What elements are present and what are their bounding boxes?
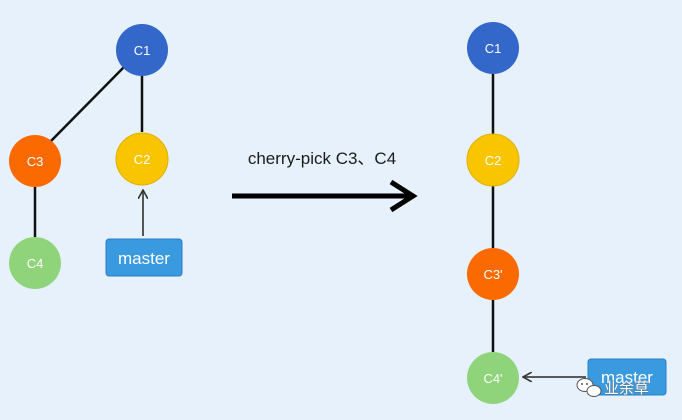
commit-r-c2: C2	[466, 133, 520, 187]
commit-c1: C1	[116, 24, 168, 76]
commit-c3-label: C3	[27, 154, 44, 169]
branch-tag-master-right: master	[587, 358, 667, 396]
branch-tag-label: master	[118, 249, 170, 268]
right-graph: C1 C2 C3' C4' master	[466, 22, 667, 404]
commit-r-c3p-label: C3'	[483, 267, 502, 282]
commit-r-c2-circle	[466, 133, 520, 187]
commit-c4-label: C4	[27, 256, 44, 271]
commit-r-c4p: C4'	[467, 352, 519, 404]
commit-r-c3p: C3'	[467, 248, 519, 300]
operation-label: cherry-pick C3、C4	[248, 149, 396, 168]
commit-r-c4p-circle	[467, 352, 519, 404]
commit-c3: C3	[9, 135, 61, 187]
branch-tag-box-right	[587, 358, 667, 396]
commit-c2-label: C2	[134, 152, 151, 167]
commit-r-c3p-circle	[467, 248, 519, 300]
commit-r-c2-label: C2	[485, 153, 502, 168]
commit-r-c4p-label: C4'	[483, 371, 502, 386]
commit-c4: C4	[9, 237, 61, 289]
commit-r-c1-circle	[467, 22, 519, 74]
wechat-icon	[576, 378, 602, 397]
branch-tag-master-left: master	[105, 238, 183, 277]
commit-c2-circle	[115, 132, 169, 186]
commit-r-c1-label: C1	[485, 41, 502, 56]
commit-c2: C2	[115, 132, 169, 186]
left-graph: C1 C3 C2 C4 master	[9, 24, 183, 289]
commit-c3-circle	[9, 135, 61, 187]
commit-c1-circle	[116, 24, 168, 76]
watermark-text: 业余草	[604, 379, 649, 397]
operation-arrow-head	[389, 179, 418, 213]
commit-c4-circle	[9, 237, 61, 289]
operation: cherry-pick C3、C4	[232, 149, 418, 213]
watermark: 业余草	[576, 378, 649, 397]
commit-r-c1: C1	[467, 22, 519, 74]
edge-c1-c3	[50, 64, 127, 142]
branch-tag-box	[105, 238, 183, 277]
commit-c1-label: C1	[134, 43, 151, 58]
branch-tag-label-right: master	[601, 368, 653, 387]
